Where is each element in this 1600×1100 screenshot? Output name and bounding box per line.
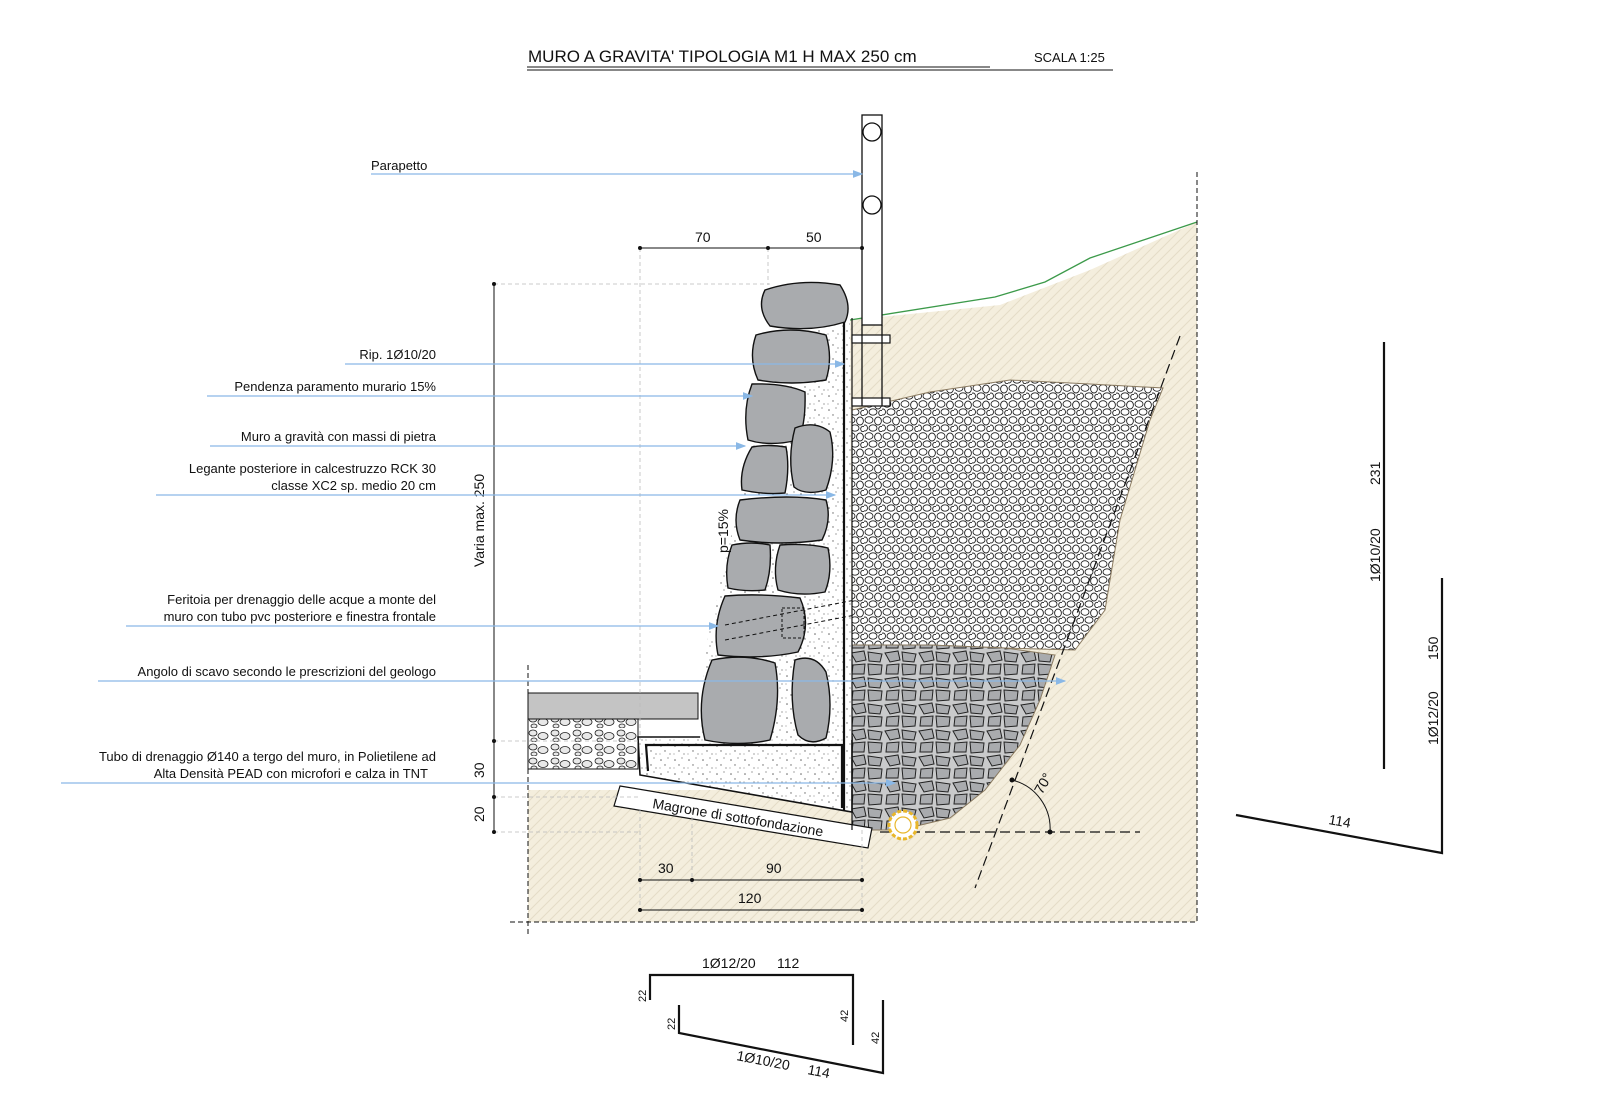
bottom-bar2-shape <box>677 1000 885 1075</box>
label-legante-2: classe XC2 sp. medio 20 cm <box>271 478 436 493</box>
dim-magrone: 20 <box>471 806 487 822</box>
stone <box>735 496 829 544</box>
label-feritoia-2: muro con tubo pvc posteriore e finestra … <box>164 609 436 624</box>
dim-tick <box>638 878 642 882</box>
dim-tick <box>492 739 496 743</box>
annotations: Parapetto Rip. 1Ø10/20 Pendenza parament… <box>61 158 1067 787</box>
rebar-schedule-bottom: 1Ø12/20 112 22 42 1Ø10/20 114 22 42 <box>637 955 885 1081</box>
label-tubo-1: Tubo di drenaggio Ø140 a tergo del muro,… <box>99 749 436 764</box>
rebar-schedule-right: 1Ø10/20 231 1Ø12/20 150 114 <box>1235 342 1444 855</box>
dimensions: 70 50 Varia max. 250 30 20 30 90 120 <box>471 229 864 915</box>
stone <box>760 281 849 330</box>
dim-tick <box>638 908 642 912</box>
magrone-slab <box>613 785 873 849</box>
dim-base-left: 30 <box>658 860 674 876</box>
dim-tick <box>860 878 864 882</box>
label-muro: Muro a gravità con massi di pietra <box>241 429 437 444</box>
drawing-title: MURO A GRAVITA' TIPOLOGIA M1 H MAX 250 c… <box>528 47 917 66</box>
bottom-bar2-label: 1Ø10/20 <box>735 1047 791 1073</box>
dim-tick <box>492 830 496 834</box>
bar1-height: 231 <box>1367 461 1383 485</box>
dim-base-total: 120 <box>738 890 762 906</box>
road-surface <box>527 692 699 720</box>
bottom-bar1-label: 1Ø12/20 <box>702 955 756 971</box>
bottom-bar1-shape <box>648 973 855 1045</box>
bar-base-length: 114 <box>1327 811 1352 831</box>
bottom-bar2-right: 42 <box>870 1032 882 1044</box>
dim-top-right: 50 <box>806 229 822 245</box>
dim-height: Varia max. 250 <box>471 474 487 567</box>
stone <box>774 543 831 595</box>
parapet-post <box>861 114 883 326</box>
dim-footing: 30 <box>471 762 487 778</box>
parapet-bracket <box>851 334 891 344</box>
dim-top-left: 70 <box>695 229 711 245</box>
dim-tick <box>860 246 864 250</box>
slope-label: p=15% <box>715 509 731 553</box>
terrain-line <box>849 221 1198 321</box>
stone <box>790 424 834 494</box>
parapet <box>851 114 891 407</box>
dim-tick <box>860 908 864 912</box>
parapet-rail <box>862 195 882 215</box>
drain-slot <box>724 614 856 641</box>
label-parapetto: Parapetto <box>371 158 427 173</box>
label-pendenza: Pendenza paramento murario 15% <box>234 379 436 394</box>
stone <box>700 656 779 745</box>
parapet-bracket <box>851 397 891 407</box>
bar1-label: 1Ø10/20 <box>1367 528 1383 582</box>
label-angolo: Angolo di scavo secondo le prescrizioni … <box>138 664 436 679</box>
bar2-height: 150 <box>1425 636 1441 660</box>
drain-window <box>781 607 805 639</box>
bar2-label: 1Ø12/20 <box>1425 691 1441 745</box>
stone <box>725 542 772 592</box>
label-feritoia-1: Feritoia per drenaggio delle acque a mon… <box>167 592 436 607</box>
stone-wall: p=15% <box>700 281 856 745</box>
bottom-bar2-length: 114 <box>806 1061 831 1081</box>
drainage-fill: 70° <box>851 335 1181 889</box>
gravel-bed <box>527 718 639 770</box>
dim-tick <box>638 246 642 250</box>
rubble-fill <box>851 644 1056 831</box>
title-block: MURO A GRAVITA' TIPOLOGIA M1 H MAX 250 c… <box>527 47 1113 71</box>
stone <box>740 444 789 495</box>
dim-tick <box>766 246 770 250</box>
excavation-line <box>974 335 1181 889</box>
angle-arc <box>1011 779 1051 833</box>
angle-vertex <box>1047 829 1053 835</box>
bottom-bar1-length: 112 <box>777 955 800 971</box>
scale-label: SCALA 1:25 <box>1034 50 1105 65</box>
dim-tick <box>690 878 694 882</box>
label-tubo-2: Alta Densità PEAD con microfori e calza … <box>154 766 428 781</box>
dim-tick <box>492 282 496 286</box>
dim-base-right: 90 <box>766 860 782 876</box>
drain-slot <box>724 599 856 626</box>
bottom-bar2-left: 22 <box>666 1018 678 1030</box>
stone <box>791 657 831 743</box>
angle-point <box>1009 777 1015 783</box>
left-ground <box>527 692 699 770</box>
bar2-shape <box>1235 578 1444 855</box>
footing-rebar <box>644 743 844 808</box>
stone <box>715 594 807 658</box>
drain-pipe-core <box>894 816 912 834</box>
bottom-bar1-left: 22 <box>637 990 649 1002</box>
stone <box>751 329 831 384</box>
drain-pipe <box>887 809 919 841</box>
dim-tick <box>492 795 496 799</box>
bottom-bar1-right: 42 <box>839 1010 851 1022</box>
label-legante-1: Legante posteriore in calcestruzzo RCK 3… <box>189 461 436 476</box>
parapet-rail <box>862 122 882 142</box>
label-rip: Rip. 1Ø10/20 <box>359 347 436 362</box>
